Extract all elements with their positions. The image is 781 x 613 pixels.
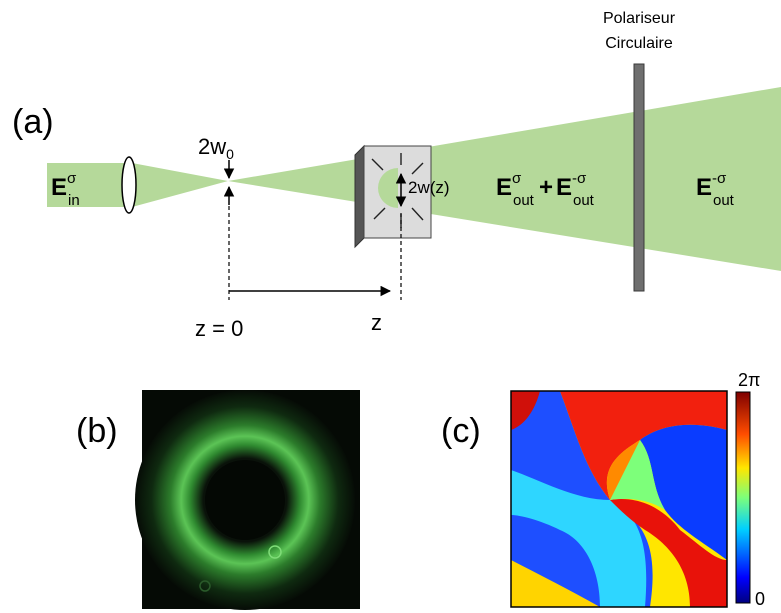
panel-b-label: (b) bbox=[76, 412, 118, 450]
diffraction-spot-faint bbox=[199, 580, 211, 592]
donut-dark-core bbox=[205, 460, 285, 540]
panel-a: (a) 2w(z) Polariseur Circulaire bbox=[12, 10, 781, 341]
colorbar-max-label: 2π bbox=[738, 370, 760, 390]
colorbar-min-label: 0 bbox=[755, 589, 765, 609]
focusing-lens bbox=[121, 156, 137, 214]
beam-width-label: 2w(z) bbox=[408, 178, 450, 197]
polarizer-label-line2: Circulaire bbox=[605, 35, 673, 52]
waist-label: 2w0 bbox=[198, 134, 234, 162]
phase-colorbar bbox=[735, 391, 751, 604]
z0-label: z = 0 bbox=[195, 316, 243, 341]
phase-map bbox=[511, 391, 727, 607]
panel-c: (c) 2π 0 bbox=[441, 370, 765, 609]
panel-b: (b) bbox=[76, 390, 360, 610]
z-label: z bbox=[371, 310, 382, 335]
panel-c-label: (c) bbox=[441, 412, 481, 450]
phase-map-frame bbox=[510, 390, 728, 608]
diffraction-spot bbox=[268, 545, 282, 559]
polarizer-label-line1: Polariseur bbox=[603, 10, 676, 27]
panel-a-label: (a) bbox=[12, 103, 54, 141]
circular-polarizer bbox=[633, 63, 645, 292]
